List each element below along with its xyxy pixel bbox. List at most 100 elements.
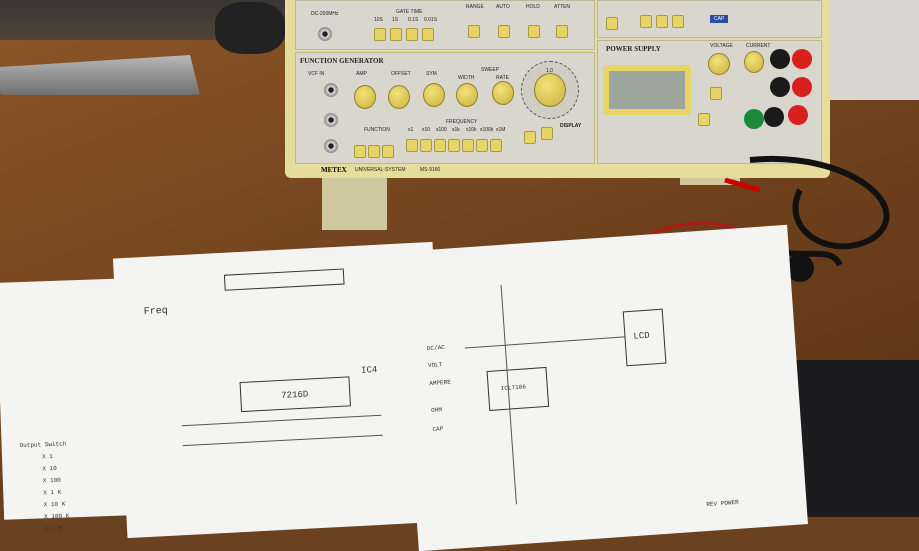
wall-right — [820, 0, 919, 100]
gate-10s-button[interactable] — [374, 28, 386, 41]
width-label: WIDTH — [458, 75, 475, 81]
freq-range-label: x100k — [480, 127, 494, 133]
power-supply-lcd — [603, 65, 691, 115]
offset-label: OFFSET — [391, 71, 411, 77]
sym-label: SYM — [426, 71, 437, 77]
black-terminal[interactable] — [770, 77, 790, 97]
freq-range-label: x1k — [452, 127, 460, 133]
freq-x1-button[interactable] — [406, 139, 418, 152]
ttl-output-bnc[interactable] — [324, 139, 338, 153]
gate-label: 0.1S — [408, 17, 419, 23]
power-button[interactable] — [606, 17, 618, 30]
gate-001s-button[interactable] — [422, 28, 434, 41]
vcf-in-label: VCF IN — [308, 71, 325, 77]
input-label: OHM — [430, 406, 443, 415]
amp-knob[interactable] — [354, 85, 376, 109]
ic-label: IC4 — [360, 364, 378, 376]
sym-knob[interactable] — [423, 83, 445, 107]
freq-x10-button[interactable] — [420, 139, 432, 152]
instrument-foot — [322, 175, 387, 230]
range-button[interactable] — [468, 25, 480, 38]
gate-label: 10S — [374, 17, 383, 23]
lcd-label: LCD — [633, 330, 651, 342]
frequency-dial-knob[interactable] — [534, 73, 566, 107]
lcd-block: LCD — [622, 308, 667, 367]
rate-label: RATE — [496, 75, 509, 81]
gate-time-label: GATE TIME — [396, 9, 423, 15]
display-button[interactable] — [541, 127, 553, 140]
current-label: CURRENT — [746, 43, 771, 49]
dial-value: 1.0 — [546, 68, 553, 74]
vcf-in-bnc[interactable] — [324, 83, 338, 97]
current-knob[interactable] — [744, 51, 764, 73]
auto-label: AUTO — [496, 4, 510, 10]
red-terminal[interactable] — [792, 77, 812, 97]
amp-label: AMP — [356, 71, 367, 77]
freq-range-label: x100 — [436, 127, 447, 133]
comp-button[interactable] — [656, 15, 668, 28]
input-label: AMPERE — [429, 378, 452, 388]
sweep-button[interactable] — [524, 131, 536, 144]
triangle-wave-button[interactable] — [382, 145, 394, 158]
square-wave-button[interactable] — [368, 145, 380, 158]
computer-mouse — [215, 2, 285, 54]
multimeter-panel: CAP — [597, 0, 822, 38]
adc-chip: ICL7106 — [486, 366, 550, 411]
freq-x1m-button[interactable] — [490, 139, 502, 152]
red-terminal[interactable] — [788, 105, 808, 125]
display-label: DISPLAY — [560, 123, 582, 129]
gate-1s-button[interactable] — [390, 28, 402, 41]
counter-input-bnc[interactable] — [318, 27, 332, 41]
output-bnc[interactable] — [324, 113, 338, 127]
frequency-counter-schematic: Freq 7216D IC4 — [112, 241, 448, 539]
maxmin-button[interactable] — [640, 15, 652, 28]
model-text: UNIVERSAL-SYSTEM — [355, 167, 406, 173]
offset-knob[interactable] — [388, 85, 410, 109]
power-supply-title: POWER SUPPLY — [606, 45, 661, 53]
frequency-label: FREQUENCY — [446, 119, 478, 125]
input-label: VOLT — [427, 361, 443, 370]
ps-mode-button[interactable] — [710, 87, 722, 100]
green-ground-terminal[interactable] — [744, 109, 764, 129]
function-generator-panel: FUNCTION GENERATOR VCF IN AMP OFFSET SYM… — [295, 52, 595, 164]
black-terminal[interactable] — [764, 107, 784, 127]
multiplier-item: X 1 K — [43, 488, 62, 497]
multiplier-item: X 100 — [42, 476, 61, 485]
gate-label: 0.01S — [424, 17, 438, 23]
power-supply-panel: POWER SUPPLY VOLTAGE CURRENT — [597, 40, 822, 164]
freq-x100k-button[interactable] — [476, 139, 488, 152]
range-label: RANGE — [466, 4, 484, 10]
input-label: DC/AC — [426, 343, 446, 353]
hold-label: HOLD — [526, 4, 540, 10]
freq-range-label: x1 — [408, 127, 414, 133]
sweep-rate-knob[interactable] — [492, 81, 514, 105]
sweep-width-knob[interactable] — [456, 83, 478, 107]
freq-x1k-button[interactable] — [448, 139, 460, 152]
cap-label: CAP — [710, 15, 729, 23]
gate-label: 1S — [392, 17, 399, 23]
function-label: FUNCTION — [364, 127, 390, 133]
input-label: CAP — [432, 425, 444, 433]
freq-range-label: x1M — [496, 127, 506, 133]
freq-x100-button[interactable] — [434, 139, 446, 152]
voltage-knob[interactable] — [708, 53, 730, 75]
red-terminal[interactable] — [792, 49, 812, 69]
led-display-schematic — [223, 268, 345, 291]
black-terminal[interactable] — [770, 49, 790, 69]
notes-header: Output Switch — [19, 440, 67, 450]
counter-panel: DC-200MHz GATE TIME 10S 1S 0.1S 0.01S RA… — [295, 0, 595, 50]
hold-button[interactable] — [528, 25, 540, 38]
atten-button[interactable] — [556, 25, 568, 38]
chip-label: 7216D — [281, 389, 309, 401]
auto-button[interactable] — [498, 25, 510, 38]
adc-label: ICL7106 — [500, 383, 527, 393]
model-number: MS-9160 — [420, 167, 441, 173]
freq-range-label: x10 — [422, 127, 431, 133]
freq-x10k-button[interactable] — [462, 139, 474, 152]
sine-wave-button[interactable] — [354, 145, 366, 158]
brand-logo: METEX — [321, 166, 347, 174]
multimeter-schematic: DC/AC VOLT AMPERE OHM CAP ICL7106 LCD RE… — [398, 224, 808, 551]
logic-button[interactable] — [672, 15, 684, 28]
ps-power-button[interactable] — [698, 113, 710, 126]
gate-01s-button[interactable] — [406, 28, 418, 41]
